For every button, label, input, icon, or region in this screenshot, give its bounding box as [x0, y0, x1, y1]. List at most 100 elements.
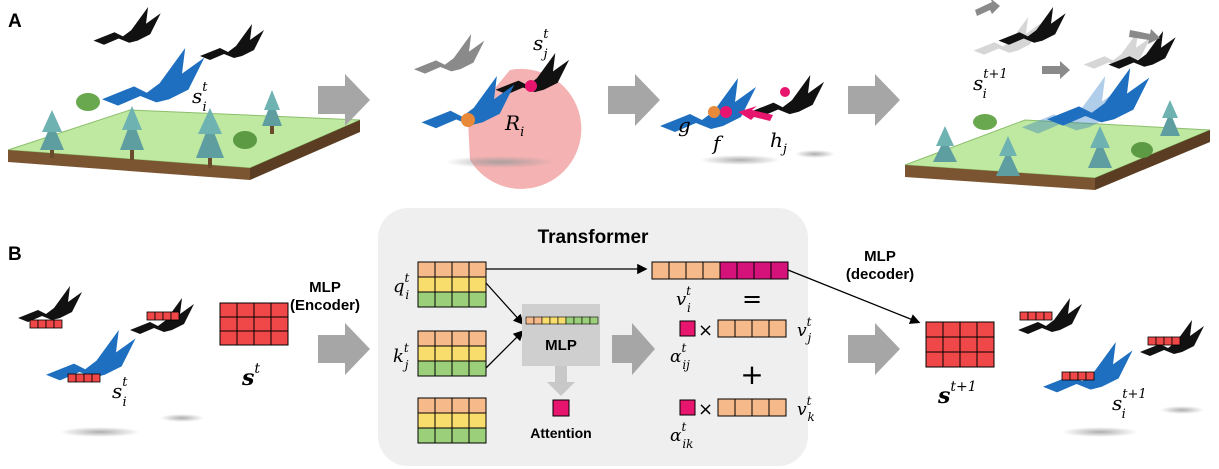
blue-bird — [1043, 342, 1133, 393]
tree-icon — [1160, 100, 1180, 136]
tree-icon — [996, 136, 1020, 176]
state-strip — [146, 311, 180, 321]
tree-icon — [933, 126, 957, 162]
tree-icon — [40, 110, 64, 158]
plus-sign: + — [740, 358, 763, 391]
state-strip — [1147, 336, 1181, 346]
scene3 — [660, 75, 835, 165]
arrow — [485, 282, 524, 325]
state-strip — [29, 319, 63, 329]
black-bird — [93, 7, 161, 45]
attention-weight-square — [552, 399, 570, 417]
black-bird — [18, 286, 82, 322]
decoder-label-line2: (decoder) — [846, 266, 914, 283]
decoder-label-line1: MLP — [864, 248, 896, 265]
times-sign: × — [698, 399, 713, 420]
motion-arrow-icon — [975, 0, 1000, 16]
bush-icon — [973, 114, 997, 130]
alpha-ik-square — [679, 399, 696, 416]
tree-icon — [262, 90, 282, 134]
g-label: g — [678, 113, 691, 137]
equals-sign: = — [742, 285, 762, 313]
arrow — [485, 330, 524, 369]
transformer-title: Transformer — [538, 227, 649, 248]
f-label: f — [711, 131, 724, 155]
tree-icon — [120, 106, 144, 160]
bush-icon — [1131, 142, 1153, 158]
black-bird — [998, 7, 1066, 45]
attention-label: Attention — [530, 425, 591, 441]
scene4-birds — [973, 0, 1176, 134]
bush-icon — [233, 131, 257, 149]
pink-arrow-icon — [738, 106, 773, 121]
neighbor-marker — [525, 80, 537, 92]
query-matrix — [417, 261, 487, 308]
bush-icon — [76, 93, 100, 111]
flow-arrow — [318, 74, 370, 126]
arrow — [787, 269, 921, 324]
state-matrix — [219, 302, 289, 346]
h-label: hj — [770, 128, 787, 157]
tree-icon — [196, 108, 224, 168]
neighbor-marker — [780, 87, 790, 97]
motion-arrow-icon — [1129, 29, 1160, 44]
encoder-label-line2: (Encoder) — [290, 297, 360, 314]
scene1-birds — [93, 7, 264, 106]
panel-a-letter: A — [8, 11, 22, 32]
times-sign: × — [698, 320, 713, 341]
v-i-vector — [651, 261, 789, 280]
tree-icon — [1088, 126, 1112, 168]
input-birds — [18, 286, 204, 437]
motion-arrow-icon — [1042, 61, 1070, 79]
down-arrow-icon — [547, 366, 575, 396]
flow-arrow — [848, 323, 900, 375]
encoder-label-line1: MLP — [309, 279, 341, 296]
aggregate-marker — [720, 106, 732, 118]
panel-b-letter: B — [8, 244, 22, 265]
v-j-vector — [717, 319, 787, 338]
flow-arrow — [848, 74, 900, 126]
attention-mlp-label: MLP — [545, 337, 577, 354]
key-matrix — [417, 330, 487, 377]
state-strip — [1061, 371, 1095, 381]
attention-mlp-box — [522, 304, 600, 366]
value-matrix — [417, 397, 487, 444]
self-marker — [461, 113, 475, 127]
next-state-label: st+1 — [937, 379, 977, 409]
v-k-vector — [717, 398, 787, 417]
grey-bird — [414, 34, 485, 74]
radius-label: Ri — [504, 111, 524, 140]
self-marker — [708, 106, 720, 118]
concat-strip — [525, 316, 599, 325]
terrain-left — [7, 90, 361, 180]
output-birds — [1018, 298, 1204, 437]
flow-arrow — [612, 323, 655, 375]
black-bird — [200, 24, 264, 60]
blue-bird — [46, 330, 136, 381]
blue-bird — [660, 78, 756, 132]
state-strip — [67, 373, 101, 383]
next-state-matrix — [925, 321, 995, 368]
flow-arrow — [318, 323, 370, 375]
state-matrix-label: st — [241, 361, 260, 391]
flow-arrow — [608, 74, 660, 126]
scene2 — [414, 34, 582, 189]
terrain-right — [904, 100, 1211, 190]
alpha-ij-square — [679, 320, 696, 337]
state-strip — [1019, 311, 1053, 321]
blue-bird — [102, 48, 205, 106]
